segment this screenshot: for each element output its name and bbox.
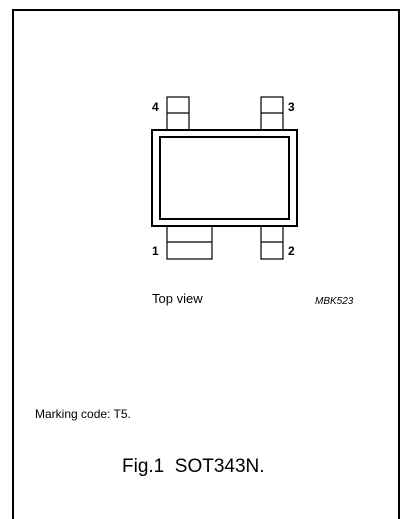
figure-frame <box>12 9 400 519</box>
marking-code: Marking code: T5. <box>35 407 131 421</box>
pin-4-lead <box>166 96 190 131</box>
view-label: Top view <box>152 291 203 306</box>
pin-1-lead <box>166 225 213 260</box>
pin-3-lead <box>260 96 284 131</box>
package-body-inner <box>159 136 290 220</box>
drawing-reference: MBK523 <box>315 296 354 307</box>
figure-caption: Fig.1 SOT343N. <box>122 456 265 477</box>
pin-3-label: 3 <box>288 100 295 114</box>
package-body-outer <box>151 129 298 227</box>
pin-1-label: 1 <box>152 244 159 258</box>
pin-2-label: 2 <box>288 244 295 258</box>
pin-4-label: 4 <box>152 100 159 114</box>
pin-2-lead <box>260 225 284 260</box>
